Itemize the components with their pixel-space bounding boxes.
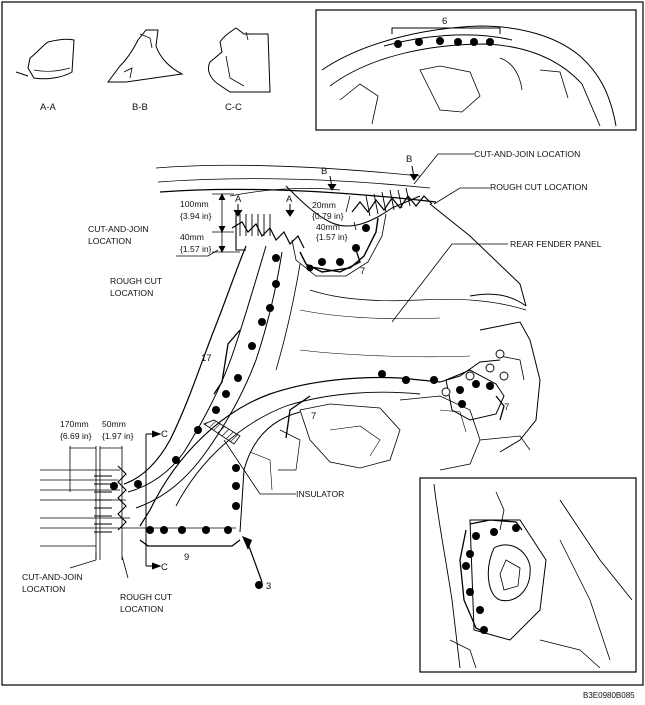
callout-brackets (139, 249, 505, 547)
label-cut-and-join-top: CUT-AND-JOIN LOCATION (474, 149, 580, 159)
dim-50mm: 50mm (102, 419, 126, 429)
legend-weld-spot-icon (255, 581, 263, 589)
figure-code: B3E0980B085 (583, 691, 635, 700)
section-label-b: B-B (132, 102, 148, 113)
main-weld-spots (110, 224, 494, 534)
insulator-hatched-area (203, 419, 241, 445)
dim-40mm-left-inches: {1.57 in} (180, 244, 212, 254)
label-insulator: INSULATOR (296, 489, 344, 499)
label-cut-and-join-bottom-2: LOCATION (22, 584, 65, 594)
dim-50mm-inches: {1.97 in} (102, 431, 134, 441)
section-view-c-c: C-C (207, 27, 271, 113)
label-cut-and-join-bottom-1: CUT-AND-JOIN (22, 572, 83, 582)
label-rough-cut-bottom-2: LOCATION (120, 604, 163, 614)
section-markers (145, 165, 419, 570)
dim-170mm: 170mm (60, 419, 89, 429)
inset-top-weld-spots (394, 37, 494, 48)
section-view-b-b: B-B (107, 29, 184, 113)
callout-17: 17 (201, 353, 212, 364)
label-rough-cut-bottom-1: ROUGH CUT (120, 592, 173, 602)
label-rough-cut-top: ROUGH CUT LOCATION (490, 182, 588, 192)
callout-3: 3 (266, 581, 271, 592)
dim-170mm-inches: {6.69 in} (60, 431, 92, 441)
dim-20mm-inches: {0.79 in} (312, 211, 344, 221)
label-cut-and-join-left-2: LOCATION (88, 236, 131, 246)
marker-b-right: B (406, 154, 412, 165)
label-rear-fender-panel: REAR FENDER PANEL (510, 239, 602, 249)
callout-9: 9 (184, 552, 189, 563)
inset-bottom-weld-spots (462, 524, 520, 634)
marker-a-left: A (235, 194, 242, 205)
callout-7-top: 7 (360, 266, 365, 277)
section-label-a: A-A (40, 102, 57, 113)
dimension-lines-bottom (40, 446, 123, 560)
marker-c-top: C (161, 429, 168, 440)
dim-100mm: 100mm (180, 199, 209, 209)
dimension-lines-top (212, 193, 357, 253)
dim-20mm: 20mm (312, 200, 336, 210)
lower-cut-zigzag (117, 465, 127, 531)
outer-frame (1, 1, 644, 686)
section-view-a-a: A-A (15, 38, 75, 113)
main-body-drawing (40, 164, 541, 533)
label-rough-cut-left-2: LOCATION (110, 288, 153, 298)
label-rough-cut-left-1: ROUGH CUT (110, 276, 163, 286)
callout-6: 6 (442, 16, 447, 27)
inset-detail-top: 6 (315, 9, 637, 131)
dim-100mm-inches: {3.94 in} (180, 211, 212, 221)
marker-c-bottom: C (161, 562, 168, 573)
dim-40mm-right: 40mm (316, 222, 340, 232)
section-label-c: C-C (225, 102, 242, 113)
label-leaders (69, 153, 508, 579)
cut-hatch-marks (239, 187, 411, 236)
callout-3-arrowhead (242, 536, 252, 550)
dim-40mm-left: 40mm (180, 232, 204, 242)
label-cut-and-join-left-1: CUT-AND-JOIN (88, 224, 149, 234)
lower-cut-hatch (94, 475, 112, 533)
open-circles (441, 349, 509, 397)
dim-40mm-right-inches: {1.57 in} (316, 232, 348, 242)
marker-b-left: B (321, 166, 327, 177)
callout-7-middle: 7 (311, 411, 316, 422)
callout-7-right: 7 (504, 402, 509, 413)
marker-a-right: A (286, 194, 293, 205)
inset-detail-bottom (419, 477, 637, 673)
